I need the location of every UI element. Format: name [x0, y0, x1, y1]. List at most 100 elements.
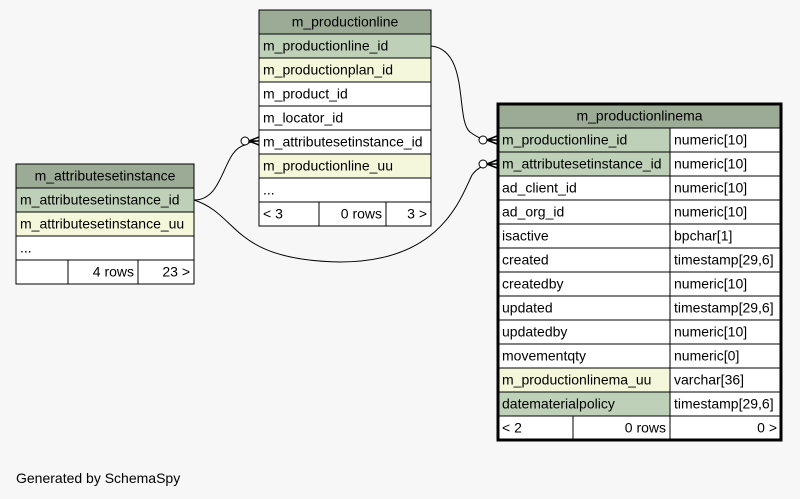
column-name-cell	[498, 248, 670, 272]
column-type: numeric[10]	[674, 180, 747, 196]
column-type-cell	[670, 224, 781, 248]
row-count: 0 rows	[341, 206, 382, 222]
column-type: varchar[36]	[674, 372, 744, 388]
column-name-cell	[498, 272, 670, 296]
column-name: m_productionline_uu	[263, 158, 393, 174]
edge-attributesetinstance-to-productionline	[193, 136, 260, 201]
column-name: m_productionline_id	[263, 38, 388, 54]
column-name: m_productionplan_id	[263, 62, 393, 78]
table-m-attributesetinstance[interactable]: m_attributesetinstance m_attributesetinst…	[15, 163, 195, 285]
column-row-createdby[interactable]: createdby numeric[10]	[498, 272, 781, 296]
column-type: timestamp[29,6]	[674, 396, 774, 412]
column-type: numeric[10]	[674, 324, 747, 340]
table-m-productionline[interactable]: m_productionline m_productionline_id m_pro…	[258, 9, 432, 227]
column-row-m-attributesetinstance-uu[interactable]: m_attributesetinstance_uu	[16, 212, 194, 236]
column-name-cell	[498, 344, 670, 368]
edge-line	[193, 163, 498, 263]
column-name: m_productionline_id	[502, 132, 627, 148]
column-type-cell	[670, 128, 781, 152]
column-name: m_productionlinema_uu	[502, 372, 651, 388]
column-name-cell	[259, 82, 431, 106]
column-type: numeric[10]	[674, 132, 747, 148]
column-row-updatedby[interactable]: updatedby numeric[10]	[498, 320, 781, 344]
column-type: bpchar[1]	[674, 228, 732, 244]
children-count: 3 >	[407, 206, 427, 222]
column-row-m-productionlinema-uu[interactable]: m_productionlinema_uu varchar[36]	[498, 368, 781, 392]
table-grid	[498, 127, 781, 440]
tables-layer: m_productionlinem_productionline_idm_pro…	[15, 9, 783, 442]
column-name: m_product_id	[263, 86, 348, 102]
column-name: ...	[20, 240, 32, 256]
column-name-cell	[259, 178, 431, 202]
column-name: m_locator_id	[263, 110, 343, 126]
column-type: numeric[10]	[674, 204, 747, 220]
optional-marker	[240, 136, 250, 146]
column-row-ellipsis[interactable]: ...	[259, 178, 431, 202]
table-title: m_productionline	[292, 14, 399, 30]
many-marker	[248, 136, 260, 146]
column-name-cell	[16, 236, 194, 260]
column-row-m-product-id[interactable]: m_product_id	[259, 82, 431, 106]
column-type-cell	[670, 296, 781, 320]
column-name-cell	[498, 224, 670, 248]
column-name-cell	[259, 58, 431, 82]
column-name: updatedby	[502, 324, 567, 340]
column-row-m-locator-id[interactable]: m_locator_id	[259, 106, 431, 130]
relationship-edges	[193, 45, 498, 263]
table-header-bg	[259, 10, 431, 34]
table-footer-bg	[259, 202, 431, 226]
edge-line	[430, 45, 498, 141]
column-row-m-productionline-id[interactable]: m_productionline_id numeric[10]	[498, 128, 781, 152]
column-row-m-productionline-uu[interactable]: m_productionline_uu	[259, 154, 431, 178]
parents-count: < 3	[263, 206, 283, 222]
column-row-m-attributesetinstance-id[interactable]: m_attributesetinstance_id	[16, 188, 194, 212]
column-row-m-attributesetinstance-id[interactable]: m_attributesetinstance_id	[259, 130, 431, 154]
column-name-cell	[498, 176, 670, 200]
column-name: createdby	[502, 276, 563, 292]
column-name: m_attributesetinstance_id	[502, 156, 662, 172]
column-name-cell	[498, 368, 670, 392]
column-name-cell	[498, 128, 670, 152]
column-type-cell	[670, 320, 781, 344]
column-name-cell	[498, 200, 670, 224]
column-type-cell	[670, 272, 781, 296]
column-name: isactive	[502, 228, 549, 244]
column-type-cell	[670, 344, 781, 368]
column-row-m-productionline-id[interactable]: m_productionline_id	[259, 34, 431, 58]
column-name-cell	[498, 296, 670, 320]
table-header-bg	[498, 104, 781, 128]
column-name-cell	[498, 392, 670, 416]
column-row-ellipsis[interactable]: ...	[16, 236, 194, 260]
column-type: numeric[10]	[674, 276, 747, 292]
column-type: numeric[0]	[674, 348, 739, 364]
edge-attributesetinstance-to-productionlinema	[193, 159, 498, 263]
column-name-cell	[16, 212, 194, 236]
column-row-isactive[interactable]: isactive bpchar[1]	[498, 224, 781, 248]
children-count: 23 >	[162, 264, 190, 280]
table-border	[258, 9, 432, 227]
column-type-cell	[670, 368, 781, 392]
column-type-cell	[670, 248, 781, 272]
generated-by-footer: Generated by SchemaSpy	[16, 470, 181, 486]
column-name: ...	[263, 182, 275, 198]
table-border	[496, 102, 783, 442]
table-header-bg	[16, 164, 194, 188]
column-name-cell	[259, 106, 431, 130]
column-type-cell	[670, 176, 781, 200]
column-row-m-productionplan-id[interactable]: m_productionplan_id	[259, 58, 431, 82]
column-name-cell	[498, 320, 670, 344]
table-footer-bg	[498, 416, 781, 440]
column-type-cell	[670, 200, 781, 224]
column-name: created	[502, 252, 549, 268]
table-title: m_attributesetinstance	[35, 168, 176, 184]
edge-line	[193, 140, 260, 201]
